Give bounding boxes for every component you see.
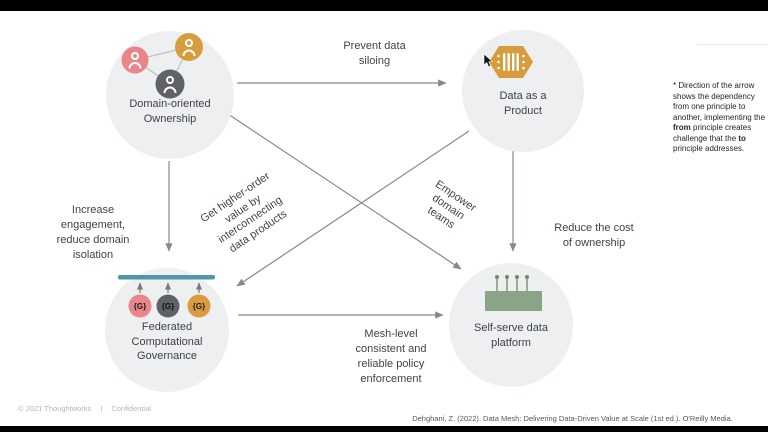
edge-label-reduce-cost: Reduce the cost of ownership — [554, 222, 634, 249]
note-text: * Direction of the arrow shows the depen… — [673, 81, 766, 122]
platform-pins-icon — [485, 275, 542, 311]
copyright-text: © 2021 Thoughtworks — [18, 404, 92, 413]
data-product-hexagon-icon — [489, 46, 533, 78]
node-federated-governance: {G} {G} {G} Federated Computational Gove… — [105, 268, 229, 392]
person-icon — [121, 46, 149, 74]
footer-divider: | — [100, 404, 103, 413]
person-icon — [175, 33, 203, 61]
node-label-self-serve-platform: Self-serve data platform — [474, 322, 548, 349]
citation-text: Dehghani, Z. (2022). Data Mesh: Deliveri… — [412, 414, 733, 423]
node-domain-ownership: Domain-oriented Ownership — [106, 31, 234, 159]
edge-label-increase-engagement: Increase engagement, reduce domain isola… — [56, 204, 130, 261]
mouse-cursor-icon — [483, 54, 494, 68]
letterbox-top — [0, 0, 768, 11]
footer: © 2021 Thoughtworks | Confidential — [18, 404, 151, 413]
note-bold-to: to — [738, 133, 746, 143]
edge-label-prevent-siloing: Prevent data siloing — [343, 40, 406, 67]
governance-bar-icon: {G} {G} {G} — [118, 275, 215, 318]
person-icon — [155, 69, 185, 99]
node-label-domain-ownership: Domain-oriented Ownership — [129, 98, 211, 125]
edge-label-empower-teams: Empower domain teams — [425, 178, 479, 232]
team-network-icon — [121, 33, 203, 99]
note-text: principle addresses. — [673, 144, 745, 153]
confidential-label: Confidential — [111, 404, 151, 413]
g-badge: {G} — [162, 302, 174, 311]
node-data-as-product: Data as a Product — [462, 30, 584, 152]
edge-label-mesh-policy: Mesh-level consistent and reliable polic… — [355, 328, 427, 385]
node-label-data-as-product: Data as a Product — [499, 90, 547, 117]
g-badge: {G} — [134, 302, 146, 311]
divider-line — [697, 44, 768, 45]
note-bold-from: from — [673, 123, 691, 132]
g-badge: {G} — [193, 302, 205, 311]
letterbox-bottom — [0, 426, 768, 432]
note-text: principle creates challenge that the — [673, 123, 752, 143]
node-label-federated-governance: Federated Computational Governance — [131, 321, 203, 362]
edge-label-higher-order-value: Get higher-order value by interconnectin… — [198, 170, 289, 255]
node-self-serve-platform: Self-serve data platform — [449, 263, 573, 387]
direction-note: * Direction of the arrow shows the depen… — [673, 81, 766, 155]
